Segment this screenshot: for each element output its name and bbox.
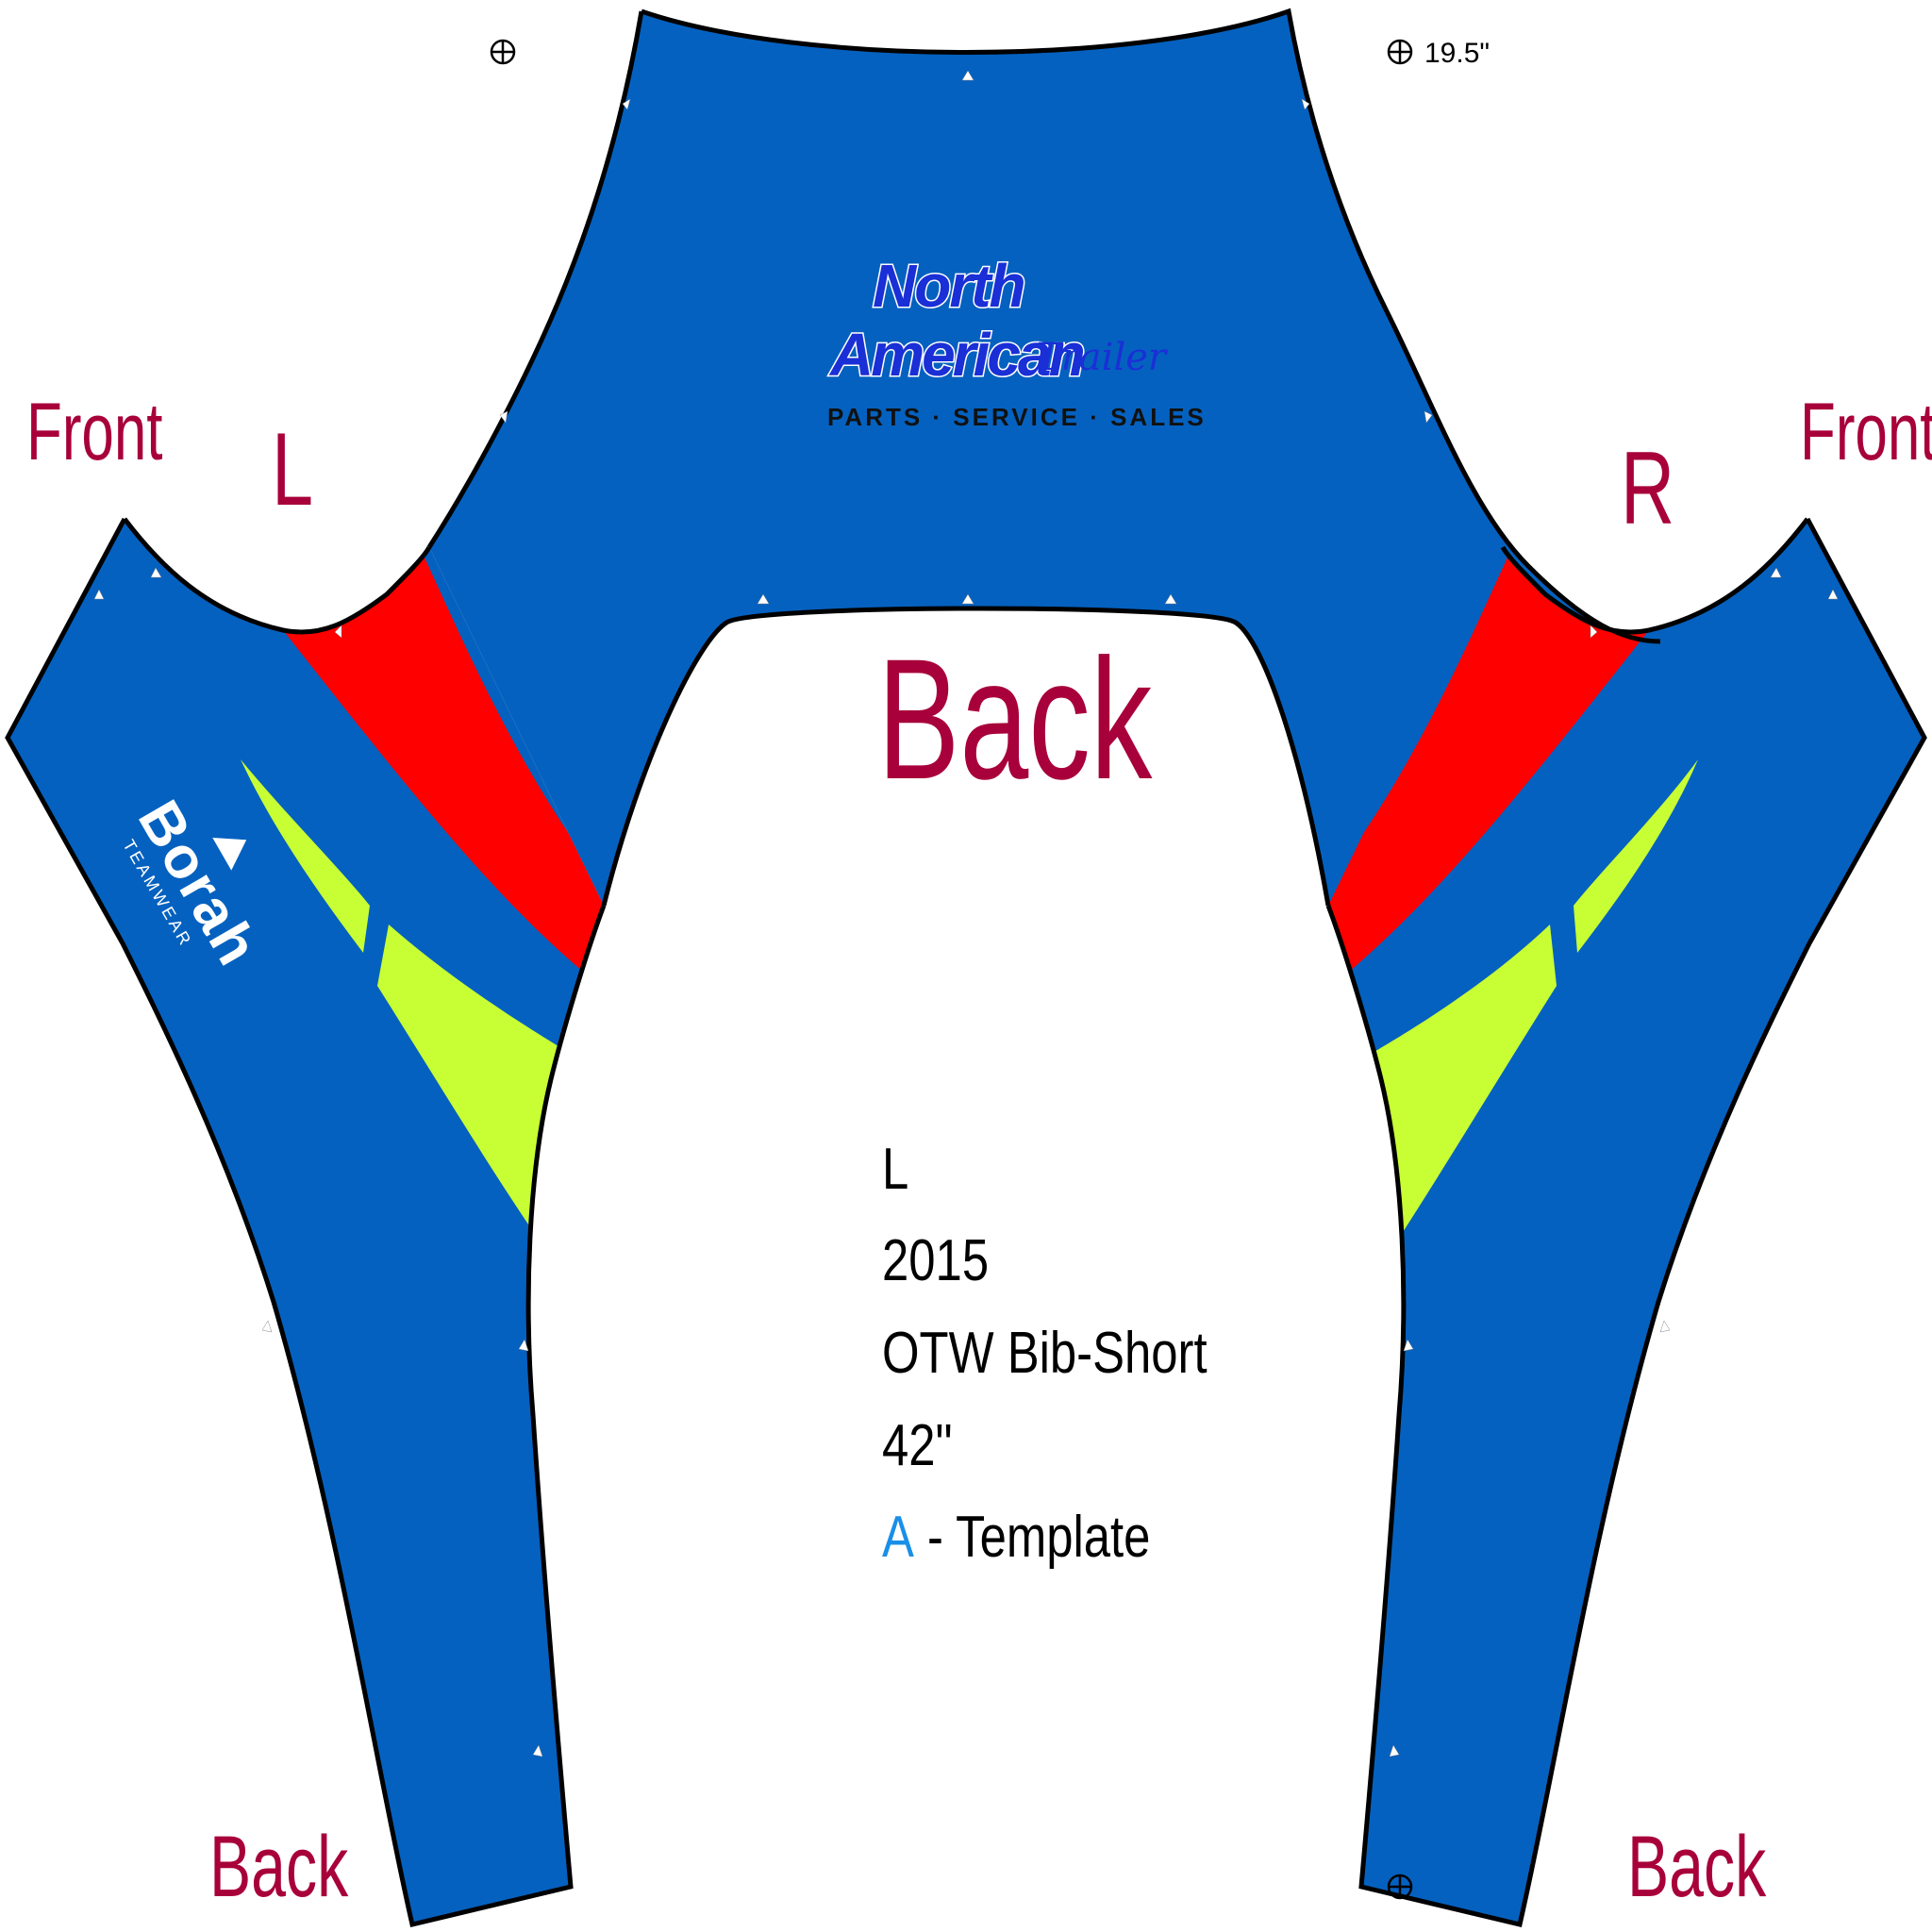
right-lime-stripe-lower: [1366, 924, 1557, 1245]
right-leg-outline: [1325, 517, 1927, 1928]
info-size: L: [882, 1137, 908, 1202]
left-leg-outline: [5, 517, 607, 1928]
mountain-icon: [212, 837, 247, 871]
back-bottom-left-label: Back: [209, 1817, 349, 1914]
logo-script: Trailer: [1036, 336, 1169, 379]
front-left-label: Front: [26, 386, 163, 476]
info-product: OTW Bib-Short: [882, 1321, 1208, 1386]
info-length: 42": [882, 1413, 953, 1478]
side-left-label: L: [272, 411, 313, 527]
registration-mark-icon: [490, 39, 516, 65]
north-american-trailer-logo: North American Trailer PARTS · SERVICE ·…: [827, 251, 1207, 432]
template-suffix: - Template: [914, 1505, 1151, 1570]
left-lime-stripe-upper: [241, 759, 370, 953]
back-center-label: Back: [877, 623, 1153, 815]
template-info-block: L 2015 OTW Bib-Short 42" A - Template: [882, 1137, 1208, 1570]
info-year: 2015: [882, 1228, 989, 1293]
notch-marks: [93, 70, 1839, 1757]
template-letter: A: [882, 1505, 914, 1570]
info-template: A - Template: [882, 1505, 1150, 1570]
back-panel: [429, 11, 1660, 906]
side-right-label: R: [1621, 430, 1674, 546]
logo-tagline: PARTS · SERVICE · SALES: [827, 403, 1207, 431]
back-panel-outline: [426, 8, 1661, 907]
left-lime-stripe-lower: [377, 924, 575, 1245]
right-red-stripe: [1328, 547, 1649, 981]
logo-line1: North: [873, 252, 1024, 320]
right-lime-stripe-upper: [1574, 759, 1698, 953]
back-bottom-right-label: Back: [1627, 1817, 1767, 1914]
front-right-label: Front: [1800, 386, 1932, 476]
registration-mark-icon: [1387, 1874, 1413, 1900]
measurement-label: 19.5": [1424, 38, 1490, 69]
logo-line2: American: [828, 321, 1084, 389]
registration-mark-icon: [1387, 39, 1413, 65]
left-red-stripe: [283, 547, 604, 981]
